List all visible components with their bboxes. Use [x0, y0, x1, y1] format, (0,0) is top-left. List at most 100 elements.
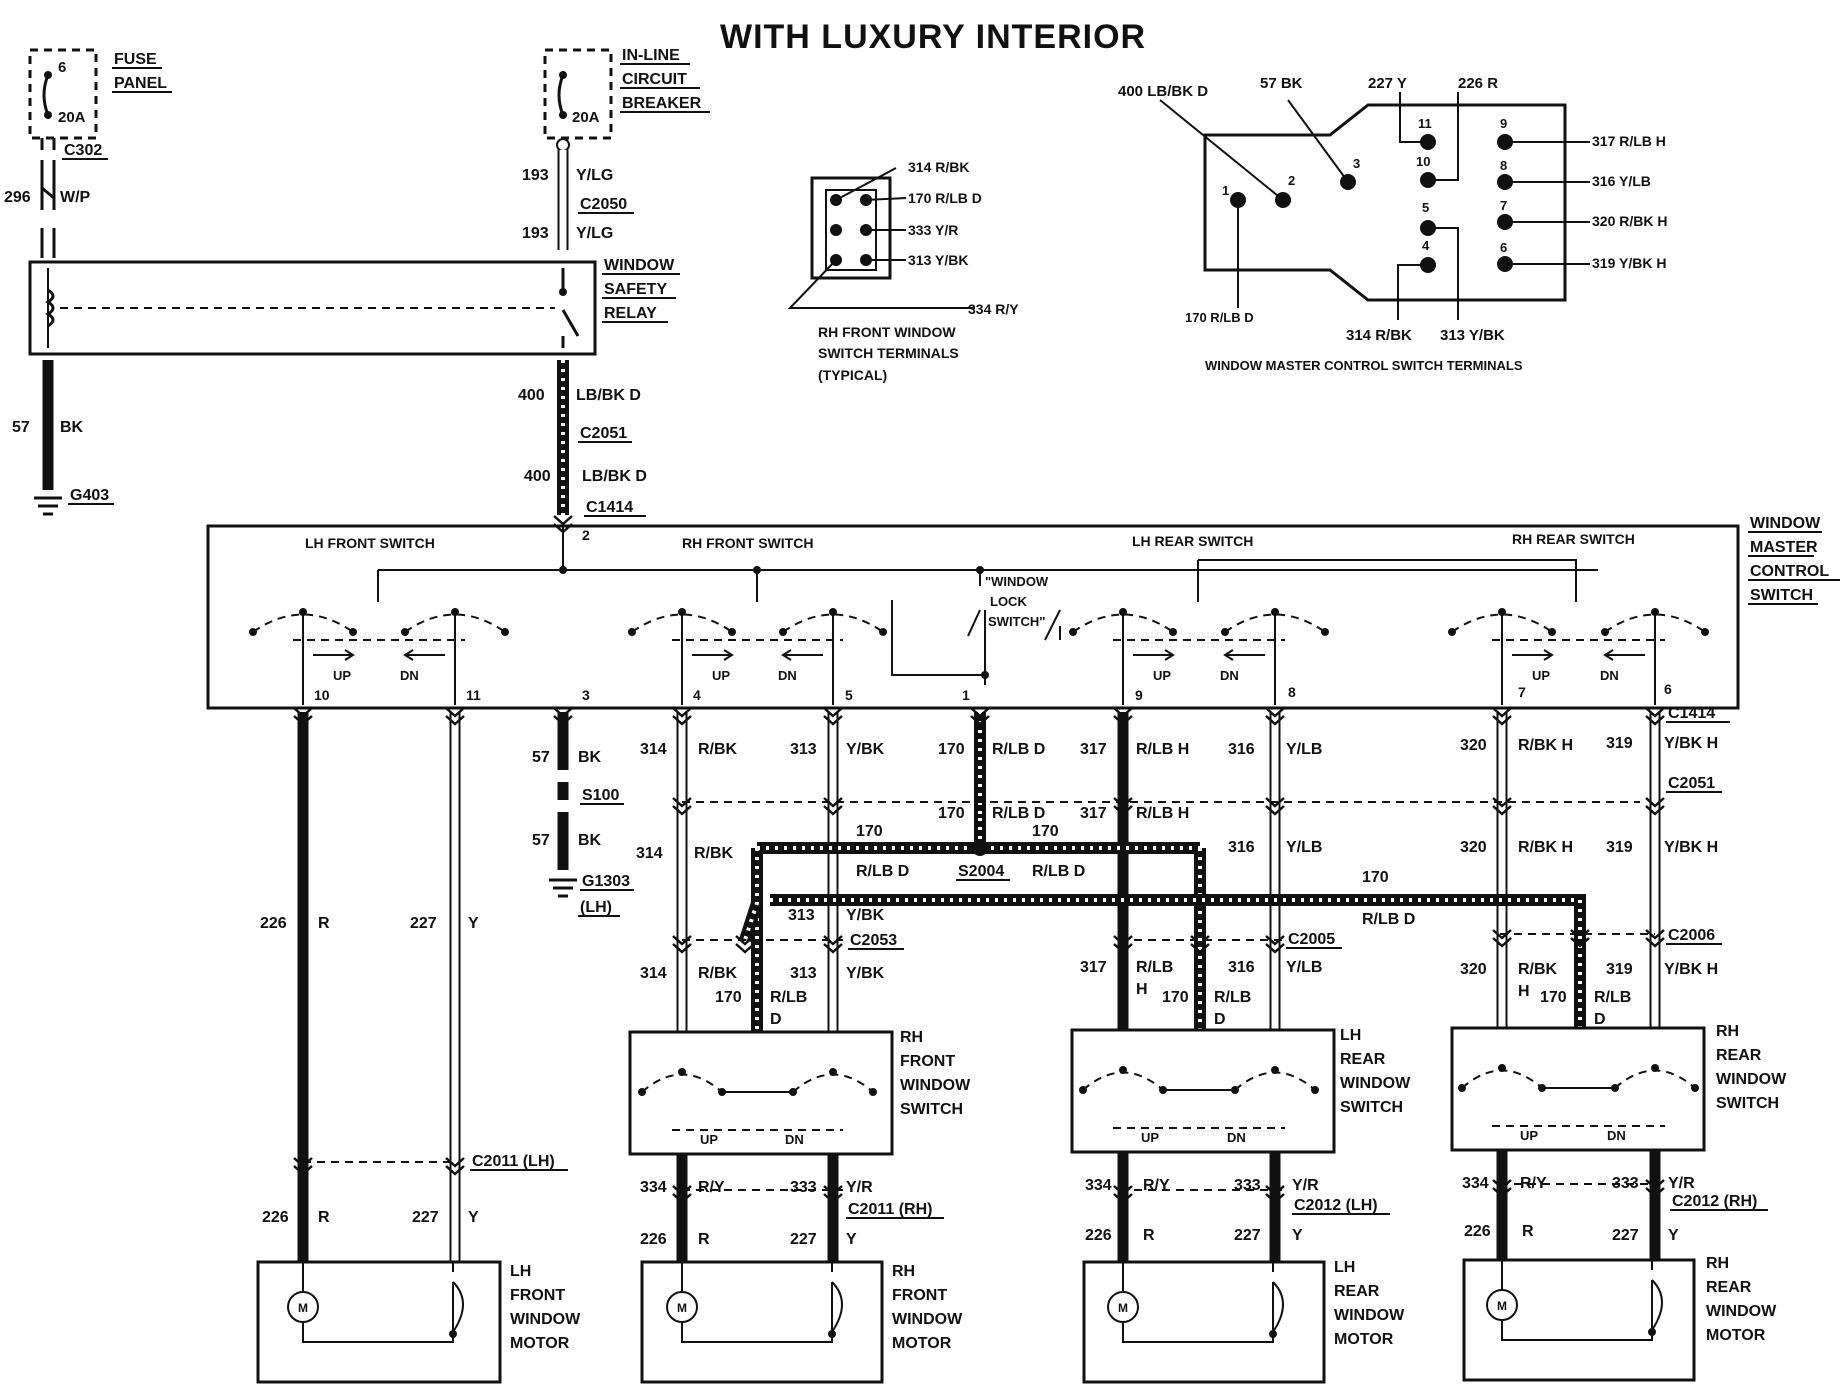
door-rocker-contact [1651, 1064, 1659, 1072]
lbl-316-c: 316 [1228, 959, 1255, 976]
connector-chevron [293, 707, 313, 726]
connector-chevron [1492, 929, 1512, 948]
lbl-170-d: 170 [938, 805, 965, 822]
mt-pin-8: 8 [1500, 158, 1507, 173]
master-label-3: CONTROL [1750, 563, 1829, 580]
connector-chevron [672, 935, 692, 954]
door-up-label: UP [700, 1132, 718, 1147]
lbl-rlbh-a: R/LB H [1136, 741, 1189, 758]
lbl-333-lr: 333 [1234, 1177, 1261, 1194]
mot-rr-1: RH [1706, 1255, 1729, 1272]
window-lock-switch-2: LOCK [990, 594, 1027, 609]
pin-8: 8 [1288, 684, 1296, 700]
ds-rf-3: WINDOW [900, 1077, 971, 1094]
rocker-contact [401, 628, 409, 636]
door-rocker-arc [1461, 1069, 1543, 1089]
lbl-ry-rr: R/Y [1520, 1175, 1547, 1192]
dn-label: DN [1220, 668, 1239, 683]
breaker-label-3: BREAKER [622, 95, 702, 112]
wire-labels: 226 R 227 Y C2011 (LH) 226 R 227 Y 314 R… [260, 735, 1768, 1248]
up-label: UP [712, 668, 730, 683]
cg-ground-g1303: G1303 [582, 873, 630, 890]
cg-color-b: BK [578, 832, 602, 849]
motor-breaker-icon [1651, 1279, 1663, 1331]
mt-top-227: 227 Y [1368, 75, 1407, 92]
lbl-226-a: 226 [260, 915, 287, 932]
feed-connector-c2051: C2051 [580, 425, 627, 442]
lbl-rbk-a: R/BK [698, 741, 738, 758]
fuse-connector-c302: C302 [64, 142, 102, 159]
door-rocker-arc [1082, 1071, 1164, 1091]
lbl-170-a: 170 [856, 823, 883, 840]
lbl-320-a: 320 [1460, 737, 1487, 754]
breaker-color-a: Y/LG [576, 167, 613, 184]
motor-m-label: M [1497, 1299, 1507, 1313]
master-pin-labels: 2 10 11 3 4 5 1 9 8 7 6 C1414 [314, 527, 1730, 723]
up-label: UP [333, 668, 351, 683]
window-safety-relay: WINDOW SAFETY RELAY [28, 257, 680, 356]
lbl-ylb-c: Y/LB [1286, 959, 1322, 976]
connector-chevron [445, 707, 465, 726]
lbl-ybk-b: Y/BK [846, 907, 885, 924]
connector-chevron [553, 515, 573, 534]
rocker-contact [628, 628, 636, 636]
dn-label: DN [1600, 668, 1619, 683]
connector-chevron [445, 1157, 465, 1176]
lbl-rbk-c: R/BK [698, 965, 738, 982]
fuse-panel-label-2: PANEL [114, 75, 167, 92]
lbl-Y-a: Y [468, 915, 479, 932]
lbl-R-rf: R [698, 1231, 710, 1248]
breaker-circuit-193-a: 193 [522, 167, 549, 184]
motor-breaker-icon [452, 1281, 464, 1333]
lbl-R-rr: R [1522, 1223, 1534, 1240]
connector-chevron [1645, 797, 1665, 816]
door-rocker-arc [1614, 1069, 1696, 1089]
cg-splice-s100: S100 [582, 787, 619, 804]
motor-contact [1269, 1330, 1277, 1338]
mt-pin-2: 2 [1288, 173, 1295, 188]
ground-g403: G403 [70, 487, 109, 504]
lbl-170-g: 170 [1362, 869, 1389, 886]
lbl-c2011rh: C2011 (RH) [848, 1201, 932, 1218]
inset-wire-333: 333 Y/R [908, 222, 958, 238]
mt-pin-10: 10 [1416, 154, 1430, 169]
rocker-contact [249, 628, 257, 636]
relay-label-2: SAFETY [604, 281, 667, 298]
lbl-yr-rf: Y/R [846, 1179, 873, 1196]
lbl-d-b: D [1214, 1011, 1226, 1028]
door-rocker-contact [1079, 1086, 1087, 1094]
pin-10: 10 [314, 687, 330, 703]
master-lh-front-switch: LH FRONT SWITCH [305, 535, 435, 551]
rocker-contact [1321, 628, 1329, 636]
dn-arrow [1603, 649, 1645, 661]
ds-lr-2: REAR [1340, 1051, 1386, 1068]
rocker-contact [779, 628, 787, 636]
ds-rr-1: RH [1716, 1023, 1739, 1040]
lbl-227-rr: 227 [1612, 1227, 1639, 1244]
mt-top-400: 400 LB/BK D [1118, 83, 1208, 100]
lbl-c2012lh: C2012 (LH) [1294, 1197, 1378, 1214]
relay-label-3: RELAY [604, 305, 657, 322]
lbl-c2011lh: C2011 (LH) [472, 1153, 555, 1170]
door-rocker-contact [1458, 1084, 1466, 1092]
pin-9: 9 [1135, 687, 1143, 703]
master-c1414: C1414 [1668, 705, 1715, 722]
lbl-226-rf: 226 [640, 1231, 667, 1248]
lbl-Y-b: Y [468, 1209, 479, 1226]
inset-wire-334: 334 R/Y [968, 301, 1019, 317]
mt-bottom-314: 314 R/BK [1346, 327, 1412, 344]
up-arrow [692, 649, 734, 661]
mt-pin-4: 4 [1422, 238, 1430, 253]
rocker-contact [879, 628, 887, 636]
connector-chevron [823, 1185, 843, 1204]
connector-chevron [1265, 797, 1285, 816]
connector-chevron [1113, 1185, 1133, 1204]
connector-chevron [1113, 707, 1133, 726]
diagram-title: WITH LUXURY INTERIOR [720, 18, 1146, 56]
lbl-317-a: 317 [1080, 741, 1107, 758]
mot-lf-4: MOTOR [510, 1335, 570, 1352]
feed-connector-c1414: C1414 [586, 499, 633, 516]
door-rocker-contact [869, 1088, 877, 1096]
rocker-contact [1701, 628, 1709, 636]
